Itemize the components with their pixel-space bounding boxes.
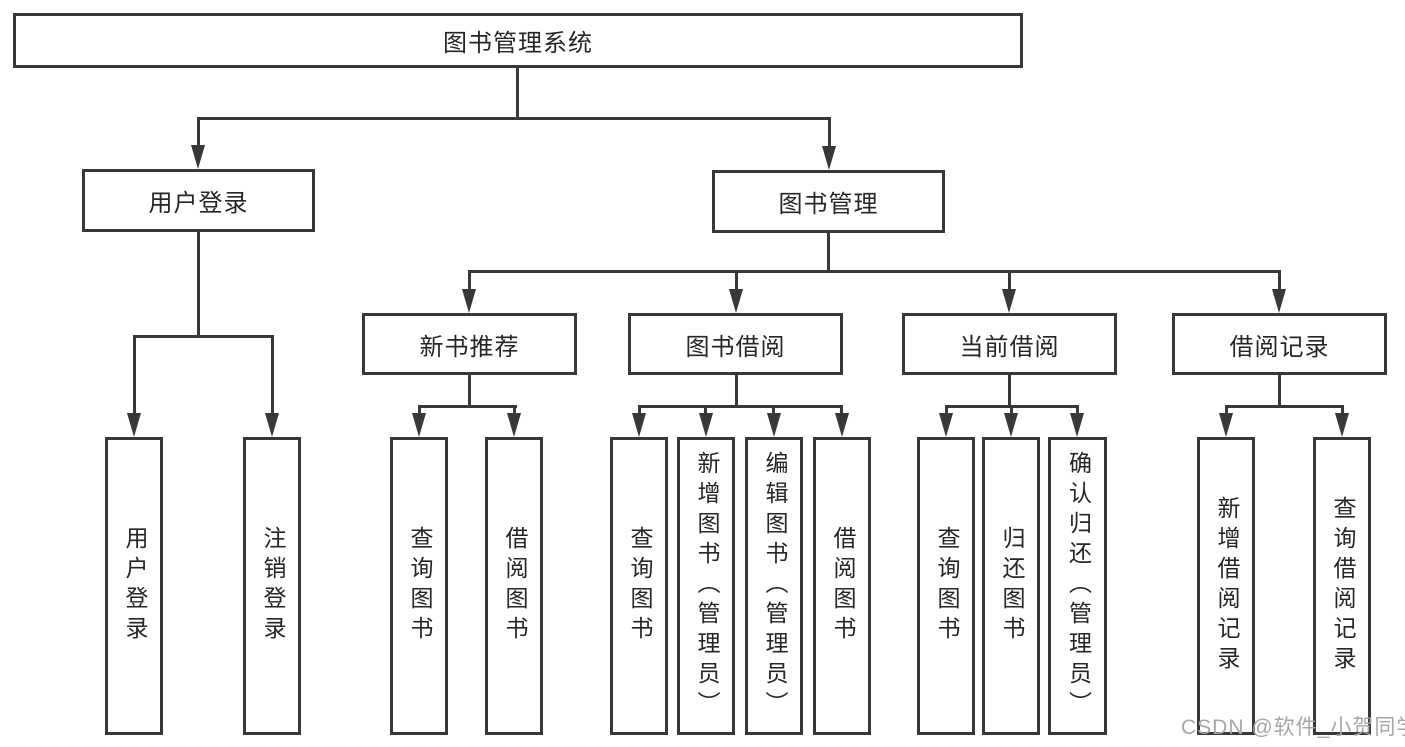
leaf-bor-borrow-book: 借阅图书 xyxy=(813,437,871,735)
connector-user-login-rail xyxy=(133,335,274,338)
node-user-login: 用户登录 xyxy=(82,169,315,232)
leaf-cur-query-book: 查询图书 xyxy=(917,437,975,735)
leaf-cur-return-book: 归还图书 xyxy=(982,437,1040,735)
connector-drop-log-add-record xyxy=(1225,405,1228,417)
connector-drop-cur-return-book xyxy=(1010,405,1013,417)
node-current-borrow-label: 当前借阅 xyxy=(959,333,1060,361)
connector-user-login-stem xyxy=(197,232,200,338)
leaf-logout: 注销登录 xyxy=(243,437,301,735)
connector-drop-cur-confirm-return xyxy=(1076,405,1079,417)
connector-drop-new-book-recommend xyxy=(468,270,471,292)
arrowhead-leaf-logout-icon xyxy=(265,413,279,437)
connector-new-book-recommend-rail xyxy=(418,405,517,408)
leaf-log-query-record-label: 查询借阅记录 xyxy=(1329,496,1356,676)
connector-new-book-recommend-stem xyxy=(468,375,471,407)
arrowhead-borrow-record-icon xyxy=(1272,289,1286,313)
node-book-management-label: 图书管理 xyxy=(778,191,879,218)
arrowhead-rec-query-book-icon xyxy=(412,413,426,437)
arrowhead-user-login-icon xyxy=(191,145,205,169)
leaf-bor-edit-book: 编辑图书（管理员） xyxy=(745,437,803,735)
connector-level3-rail xyxy=(468,270,1281,273)
connector-borrow-record-rail xyxy=(1225,405,1344,408)
node-book-borrow: 图书借阅 xyxy=(628,313,843,375)
arrowhead-book-management-icon xyxy=(822,146,836,170)
connector-level2-rail xyxy=(197,117,831,120)
arrowhead-log-query-record-icon xyxy=(1335,413,1349,437)
connector-drop-cur-query-book xyxy=(945,405,948,417)
node-borrow-record: 借阅记录 xyxy=(1172,313,1387,375)
arrowhead-leaf-login-icon xyxy=(127,413,141,437)
connector-drop-rec-query-book xyxy=(418,405,421,417)
arrowhead-rec-borrow-book-icon xyxy=(507,413,521,437)
leaf-log-query-record: 查询借阅记录 xyxy=(1313,437,1371,735)
leaf-user-login-label: 用户登录 xyxy=(121,526,148,646)
connector-drop-user-login xyxy=(197,117,200,148)
connector-book-borrow-rail xyxy=(638,405,843,408)
leaf-bor-query-book: 查询图书 xyxy=(610,437,668,735)
node-new-book-recommend-label: 新书推荐 xyxy=(419,333,520,361)
leaf-cur-confirm-return-label: 确认归还（管理员） xyxy=(1065,451,1092,721)
connector-drop-borrow-record xyxy=(1278,270,1281,292)
leaf-log-add-record: 新增借阅记录 xyxy=(1197,437,1255,735)
leaf-rec-borrow-book: 借阅图书 xyxy=(485,437,543,735)
connector-borrow-record-stem xyxy=(1278,375,1281,407)
connector-root-stem xyxy=(516,68,519,120)
arrowhead-bor-add-book-icon xyxy=(699,413,713,437)
arrowhead-bor-query-book-icon xyxy=(632,413,646,437)
arrowhead-new-book-recommend-icon xyxy=(462,289,476,313)
leaf-bor-query-book-label: 查询图书 xyxy=(626,526,653,646)
node-root-label: 图书管理系统 xyxy=(443,30,593,57)
connector-drop-bor-borrow-book xyxy=(840,405,843,417)
connector-book-borrow-stem xyxy=(735,375,738,407)
arrowhead-current-borrow-icon xyxy=(1002,289,1016,313)
arrowhead-log-add-record-icon xyxy=(1219,413,1233,437)
node-user-login-label: 用户登录 xyxy=(148,190,249,217)
arrowhead-cur-query-book-icon xyxy=(939,413,953,437)
node-new-book-recommend: 新书推荐 xyxy=(362,313,577,375)
leaf-user-login: 用户登录 xyxy=(105,437,163,735)
connector-book-management-stem xyxy=(827,233,830,273)
leaf-cur-confirm-return: 确认归还（管理员） xyxy=(1048,437,1107,735)
connector-drop-bor-edit-book xyxy=(772,405,775,417)
connector-drop-rec-borrow-book xyxy=(513,405,516,417)
leaf-rec-borrow-book-label: 借阅图书 xyxy=(501,526,528,646)
leaf-log-add-record-label: 新增借阅记录 xyxy=(1213,496,1240,676)
connector-drop-bor-query-book xyxy=(638,405,641,417)
connector-drop-leaf-logout xyxy=(271,335,274,415)
arrowhead-cur-return-book-icon xyxy=(1004,413,1018,437)
connector-drop-book-borrow xyxy=(735,270,738,292)
leaf-cur-return-book-label: 归还图书 xyxy=(998,526,1025,646)
csdn-watermark: CSDN @软件_小贺同学 xyxy=(1181,716,1405,739)
node-current-borrow: 当前借阅 xyxy=(902,313,1117,375)
node-book-management: 图书管理 xyxy=(712,170,945,233)
leaf-bor-edit-book-label: 编辑图书（管理员） xyxy=(761,451,788,721)
arrowhead-bor-borrow-book-icon xyxy=(835,413,849,437)
node-borrow-record-label: 借阅记录 xyxy=(1229,333,1330,361)
leaf-logout-label: 注销登录 xyxy=(259,526,286,646)
connector-current-borrow-stem xyxy=(1008,375,1011,407)
connector-drop-book-management xyxy=(828,117,831,149)
node-book-borrow-label: 图书借阅 xyxy=(685,333,786,361)
leaf-rec-query-book-label: 查询图书 xyxy=(406,526,433,646)
connector-drop-leaf-login xyxy=(133,335,136,415)
leaf-cur-query-book-label: 查询图书 xyxy=(933,526,960,646)
leaf-bor-borrow-book-label: 借阅图书 xyxy=(829,526,856,646)
leaf-rec-query-book: 查询图书 xyxy=(390,437,448,735)
arrowhead-cur-confirm-return-icon xyxy=(1070,413,1084,437)
connector-drop-log-query-record xyxy=(1341,405,1344,417)
arrowhead-bor-edit-book-icon xyxy=(767,413,781,437)
leaf-bor-add-book: 新增图书（管理员） xyxy=(677,437,735,735)
leaf-bor-add-book-label: 新增图书（管理员） xyxy=(693,451,720,721)
connector-drop-current-borrow xyxy=(1008,270,1011,292)
arrowhead-book-borrow-icon xyxy=(729,289,743,313)
node-root: 图书管理系统 xyxy=(13,13,1023,68)
connector-drop-bor-add-book xyxy=(704,405,707,417)
